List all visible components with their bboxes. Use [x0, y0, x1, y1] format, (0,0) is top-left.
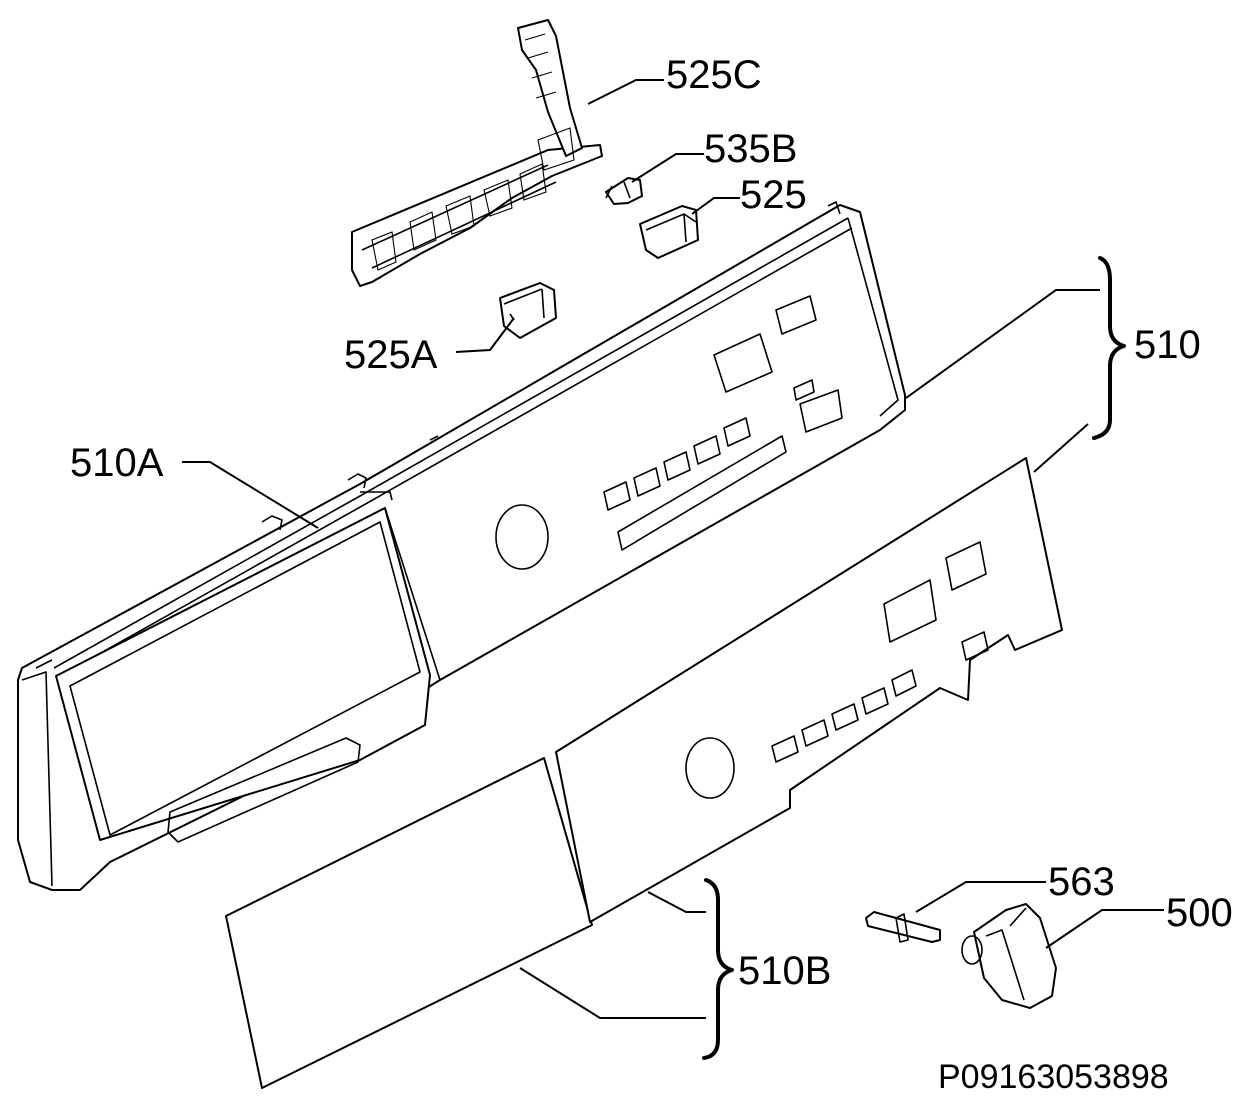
- label-525: 525: [740, 173, 807, 217]
- bracket-510: [1092, 256, 1126, 440]
- drawing-code: P09163053898: [938, 1058, 1169, 1096]
- label-563: 563: [1048, 860, 1115, 904]
- label-500: 500: [1166, 891, 1233, 935]
- part-525c-bracket: [351, 19, 603, 287]
- label-510a: 510A: [70, 441, 164, 485]
- label-525c: 525C: [666, 53, 762, 97]
- part-535b-clip: [605, 177, 643, 205]
- label-535b: 535B: [704, 127, 797, 171]
- label-510b: 510B: [738, 949, 831, 993]
- part-510b-panels: [225, 457, 1063, 1089]
- part-525a-button: [499, 282, 557, 339]
- part-500-knob: [961, 903, 1057, 1009]
- label-525a: 525A: [344, 333, 438, 377]
- part-525-button: [639, 205, 699, 259]
- bracket-510b: [702, 878, 734, 1060]
- label-510: 510: [1134, 323, 1201, 367]
- part-510-control-panel: [17, 201, 906, 891]
- leader-lines: [182, 79, 1164, 1019]
- part-563-pin: [865, 911, 941, 943]
